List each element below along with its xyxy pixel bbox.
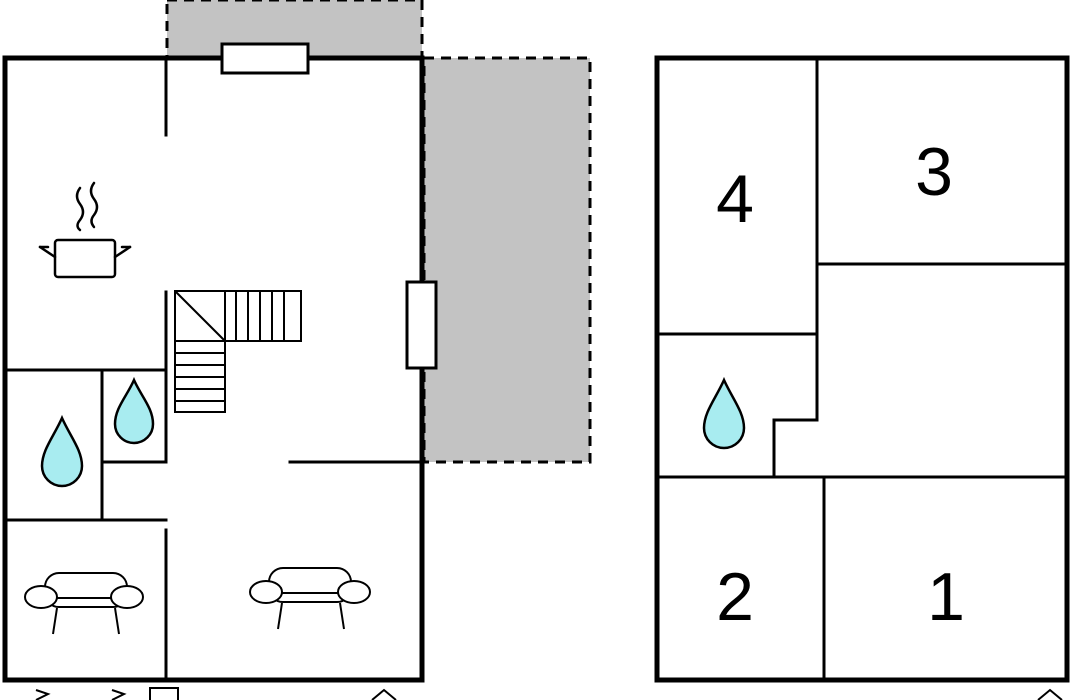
upper-floor-interior-walls <box>655 56 1069 682</box>
room-number-3: 3 <box>915 134 953 210</box>
water-drop-icon <box>40 414 84 488</box>
staircase-icon <box>174 290 302 413</box>
entrance-arrow-icon <box>35 689 51 700</box>
window-top <box>220 42 310 75</box>
room-number-2: 2 <box>716 559 754 635</box>
upper-floor-outer-wall <box>654 55 1070 683</box>
window-right <box>405 280 438 370</box>
ground-floor-interior-walls <box>3 56 424 682</box>
entrance-arrow-icon <box>111 689 127 700</box>
upper-floor-plan: 4 3 2 1 <box>654 55 1070 700</box>
kitchen-pot-icon <box>38 181 132 279</box>
entrance-arrow-icon <box>1037 688 1063 700</box>
room-number-1: 1 <box>927 559 965 635</box>
sofa-icon <box>24 572 144 635</box>
terrace-right <box>422 56 592 464</box>
entrance-door-marker <box>149 687 179 700</box>
entrance-arrow-icon <box>371 688 397 700</box>
sofa-icon <box>249 567 371 630</box>
room-number-4: 4 <box>716 161 754 237</box>
water-drop-icon <box>113 376 155 445</box>
water-drop-icon <box>702 376 746 450</box>
ground-floor-plan <box>2 0 592 700</box>
